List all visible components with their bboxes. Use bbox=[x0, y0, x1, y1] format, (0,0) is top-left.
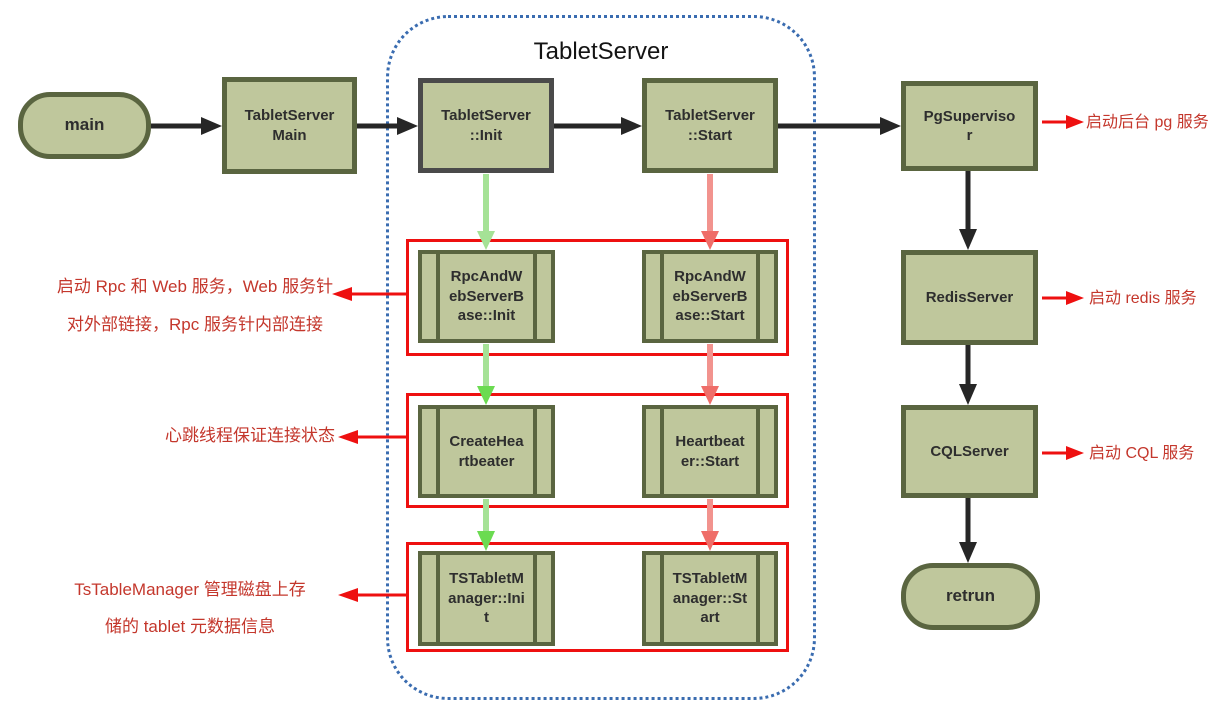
node-tabletservermain-label: TabletServer Main bbox=[244, 107, 335, 144]
arrow-cqlserver-to-retrun bbox=[959, 498, 977, 563]
subroutine-bar bbox=[533, 409, 551, 494]
subroutine-bar bbox=[756, 254, 774, 339]
node-cqlserver: CQLServer bbox=[901, 405, 1038, 498]
node-cqlserver-label: CQLServer bbox=[930, 442, 1009, 460]
subroutine-bar bbox=[422, 409, 440, 494]
red-box-rpc-web-row bbox=[406, 239, 789, 356]
subroutine-bar bbox=[533, 555, 551, 642]
annotation-heartbeat-note: 心跳线程保证连接状态 bbox=[165, 426, 335, 445]
node-tabletservermain: TabletServer Main bbox=[222, 77, 357, 174]
subroutine-bar bbox=[756, 409, 774, 494]
arrow-pgsupervisor-to-redisserver bbox=[959, 171, 977, 250]
node-main: main bbox=[18, 92, 151, 159]
annotation-redis-note: 启动 redis 服务 bbox=[1089, 290, 1197, 307]
subroutine-bar bbox=[646, 555, 664, 642]
annotation-cql-note: 启动 CQL 服务 bbox=[1089, 445, 1195, 462]
node-tstabletmanager-start: TSTabletM anager::St art bbox=[642, 551, 778, 646]
node-rpcweb-init-label: RpcAndW ebServerB ase::Init bbox=[448, 268, 525, 325]
node-pgsupervisor: PgSuperviso r bbox=[901, 81, 1038, 171]
tabletserver-group-container: TabletServer bbox=[386, 15, 816, 700]
node-main-label: main bbox=[64, 115, 105, 135]
node-tabletserver-init: TabletServer ::Init bbox=[418, 78, 554, 173]
node-rpcweb-start-label: RpcAndW ebServerB ase::Start bbox=[672, 268, 748, 325]
node-rpcweb-init: RpcAndW ebServerB ase::Init bbox=[418, 250, 555, 343]
annotation-pg-note: 启动后台 pg 服务 bbox=[1086, 114, 1209, 131]
node-tabletserver-init-label: TabletServer ::Init bbox=[441, 107, 531, 144]
red-box-heartbeat-row bbox=[406, 393, 789, 508]
node-createheartbeater: CreateHea rtbeater bbox=[418, 405, 555, 498]
node-createheartbeater-label: CreateHea rtbeater bbox=[449, 433, 524, 470]
subroutine-bar bbox=[646, 409, 664, 494]
node-rpcweb-start: RpcAndW ebServerB ase::Start bbox=[642, 250, 778, 343]
node-tstabletmanager-start-label: TSTabletM anager::St art bbox=[672, 570, 748, 627]
annotation-tabletmanager-note: TsTableManager 管理磁盘上存 储的 tablet 元数据信息 bbox=[74, 580, 306, 636]
node-retrun-label: retrun bbox=[945, 586, 996, 606]
node-tabletserver-start-label: TabletServer ::Start bbox=[665, 107, 755, 144]
subroutine-bar bbox=[756, 555, 774, 642]
group-title: TabletServer bbox=[533, 38, 669, 65]
subroutine-bar bbox=[646, 254, 664, 339]
node-heartbeater-start: Heartbeat er::Start bbox=[642, 405, 778, 498]
node-retrun: retrun bbox=[901, 563, 1040, 630]
subroutine-bar bbox=[422, 555, 440, 642]
arrow-main-to-tabletservermain bbox=[151, 117, 222, 135]
node-tabletserver-start: TabletServer ::Start bbox=[642, 78, 778, 173]
subroutine-bar bbox=[533, 254, 551, 339]
subroutine-bar bbox=[422, 254, 440, 339]
red-box-tablet-manager-row bbox=[406, 542, 789, 652]
arrow-annotation-redis bbox=[1042, 291, 1084, 305]
node-redisserver: RedisServer bbox=[901, 250, 1038, 345]
node-pgsupervisor-label: PgSuperviso r bbox=[923, 107, 1016, 145]
arrow-redisserver-to-cqlserver bbox=[959, 345, 977, 405]
node-heartbeater-start-label: Heartbeat er::Start bbox=[675, 433, 745, 470]
node-redisserver-label: RedisServer bbox=[925, 288, 1014, 306]
annotation-rpcweb-note: 启动 Rpc 和 Web 服务，Web 服务针 对外部链接，Rpc 服务针内部连… bbox=[56, 277, 334, 334]
arrow-annotation-cql bbox=[1042, 446, 1084, 460]
arrow-annotation-pg bbox=[1042, 115, 1084, 129]
node-tstabletmanager-init-label: TSTabletM anager::Ini t bbox=[448, 570, 525, 627]
node-tstabletmanager-init: TSTabletM anager::Ini t bbox=[418, 551, 555, 646]
